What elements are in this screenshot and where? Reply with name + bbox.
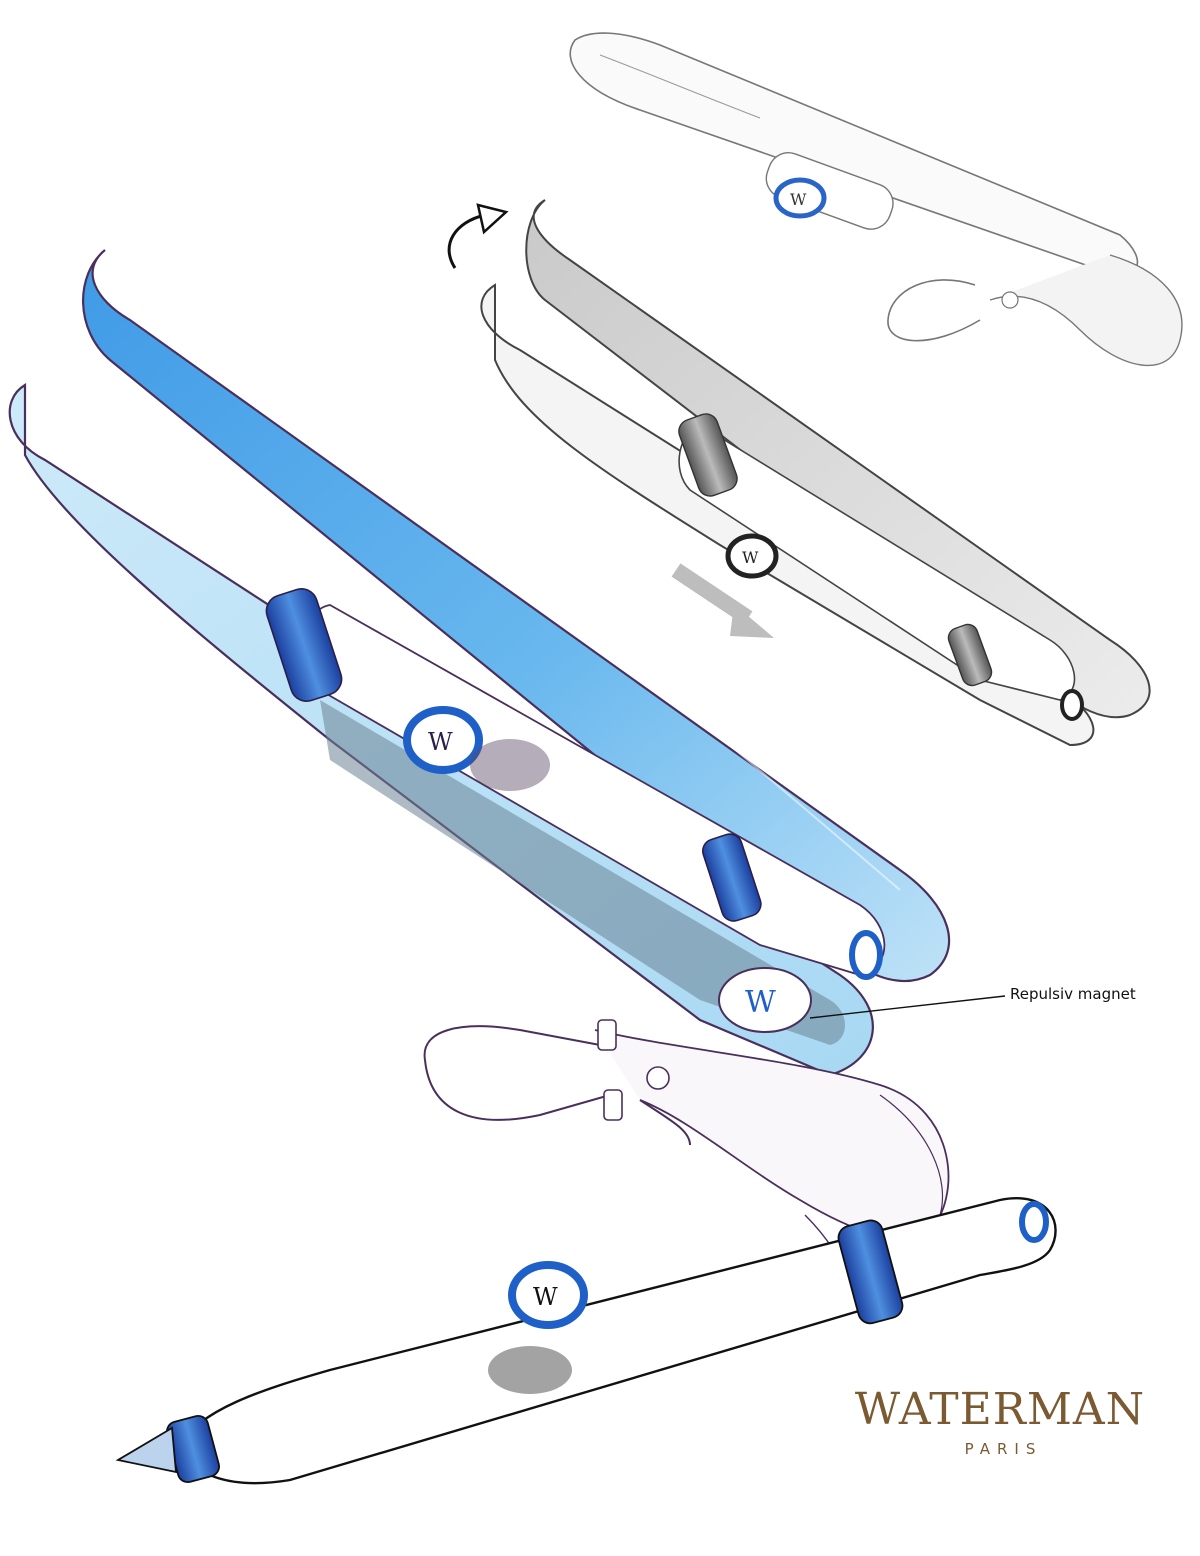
waterman-logo: WATERMAN PARIS [850,1384,1150,1459]
open-case-gray-sketch: W [480,199,1151,747]
annotation-leader-line [809,995,1006,1019]
svg-text:W: W [428,728,453,756]
svg-text:W: W [790,190,807,209]
open-case-blue: W W [8,249,951,1077]
magnet-annotation-label: Repulsiv magnet [1010,985,1136,1003]
blue-case-emblem-icon [403,706,483,774]
pen-sketch: W [115,1197,1057,1485]
logo-brand-name: WATERMAN [854,1384,1146,1435]
gray-case-emblem-icon [725,533,779,579]
closed-case-sketch: W [569,32,1183,367]
closed-case-emblem-icon [773,177,827,219]
svg-text:W: W [745,985,776,1020]
slide-arrow-icon [671,563,774,638]
svg-text:W: W [742,548,759,567]
svg-text:W: W [533,1283,558,1311]
rotate-arrow-icon [447,203,509,269]
magnet-icon [718,967,812,1033]
logo-city: PARIS [964,1440,1043,1458]
pen-emblem-icon [508,1261,588,1329]
